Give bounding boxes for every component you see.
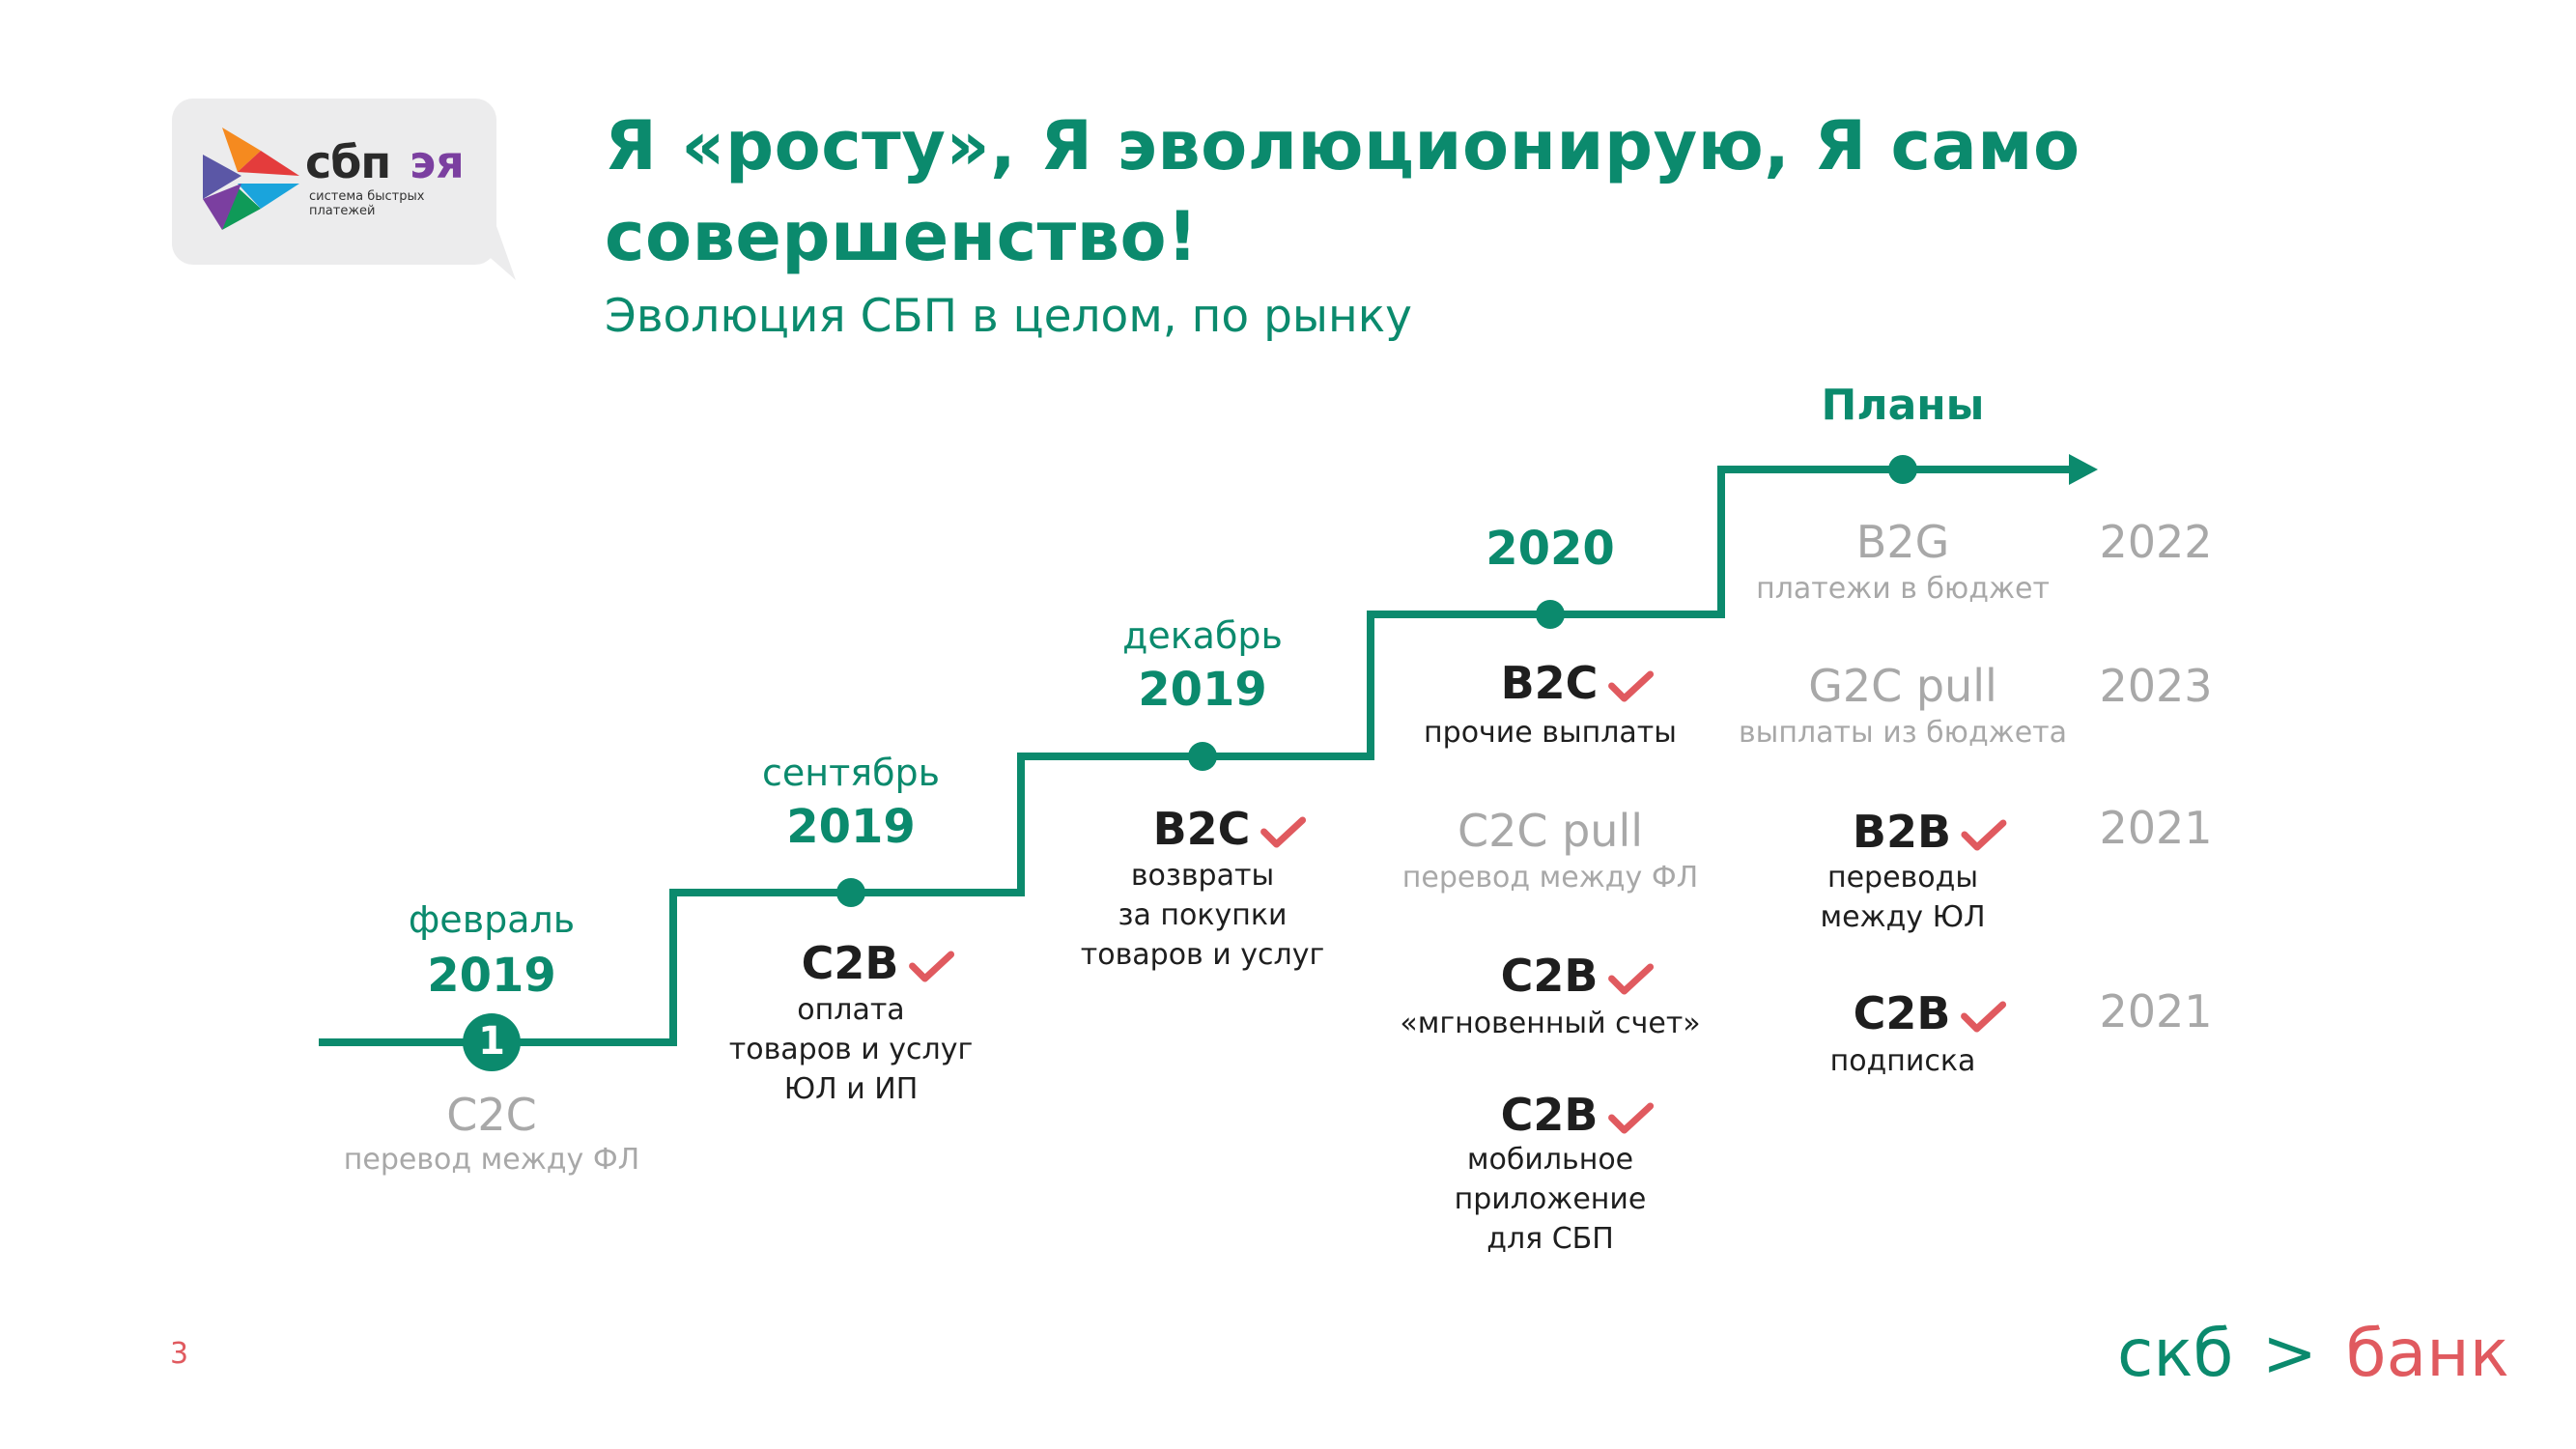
check-icon	[1260, 816, 1306, 847]
service-code-b2b: B2B	[1853, 806, 2007, 858]
milestone-dot-5	[1888, 455, 1917, 484]
timeline-arrowhead	[2069, 454, 2098, 485]
sbp-logo-icon	[203, 128, 299, 230]
service-desc-b2g: платежи в бюджет	[1756, 572, 2050, 606]
page-subtitle: Эволюция СБП в целом, по рынку	[605, 290, 1412, 343]
service-year-b2b: 2021	[2099, 802, 2213, 854]
service-code-c2b-sub: C2B	[1854, 987, 2007, 1039]
logo-bubble-tail	[454, 226, 516, 280]
check-icon	[1607, 670, 1654, 701]
service-desc-c2b-sub: подписка	[1829, 1044, 1976, 1078]
service-code-text: C2B	[1853, 987, 1951, 1039]
service-desc-c2b-instant: «мгновенный счет»	[1400, 1007, 1701, 1040]
service-code-c2c: C2C	[446, 1089, 537, 1141]
service-desc-b2b: переводы между ЮЛ	[1820, 861, 1986, 934]
service-desc-g2c-pull: выплаты из бюджета	[1738, 716, 2068, 750]
check-icon	[1607, 963, 1654, 994]
service-code-c2c-pull: C2C pull	[1457, 805, 1644, 857]
service-code-text: C2B	[1500, 1089, 1599, 1141]
milestone-year-feb: 2019	[427, 949, 556, 1003]
skb-bank-logo: скб > банк	[2117, 1316, 2509, 1393]
service-code-c2b-2019: C2B	[802, 937, 955, 989]
service-code-g2c-pull: G2C pull	[1808, 660, 1997, 712]
milestone-year-dec: 2019	[1138, 663, 1267, 717]
service-code-c2b-instant: C2B	[1501, 950, 1655, 1002]
service-desc-b2c-returns: возвраты за покупки товаров и услуг	[1080, 859, 1325, 972]
service-year-c2b-sub: 2021	[2099, 985, 2213, 1037]
service-desc-c2c: перевод между ФЛ	[343, 1143, 640, 1177]
service-desc-b2c-other: прочие выплаты	[1424, 716, 1677, 750]
service-desc-c2c-pull: перевод между ФЛ	[1401, 861, 1699, 895]
milestone-dot-3	[1188, 742, 1217, 771]
footer-logo-left: скб	[2117, 1316, 2234, 1392]
service-year-g2c-pull: 2023	[2099, 660, 2213, 712]
page-number: 3	[170, 1337, 189, 1371]
check-icon	[1607, 1102, 1654, 1133]
milestone-period-feb: февраль	[408, 898, 576, 941]
service-code-b2c-returns: B2C	[1153, 803, 1307, 855]
plans-label: Планы	[1821, 381, 1985, 430]
service-code-text: B2C	[1152, 803, 1251, 855]
check-icon	[1961, 819, 2007, 850]
check-icon	[1960, 1001, 2006, 1032]
milestone-year-sep: 2019	[786, 800, 916, 854]
milestone-dot-4	[1536, 600, 1565, 629]
service-code-text: C2B	[1500, 950, 1599, 1002]
chevron-right-icon: >	[2262, 1316, 2318, 1392]
service-code-b2c-other: B2C	[1501, 657, 1655, 709]
milestone-period-dec: декабрь	[1122, 614, 1283, 657]
service-code-text: B2B	[1852, 806, 1952, 858]
milestone-period-sep: сентябрь	[761, 752, 941, 794]
milestone-dot-2	[836, 878, 865, 907]
logo-wordmark-accent: эя	[410, 136, 465, 188]
service-desc-c2b-mobile: мобильное приложение для СБП	[1454, 1143, 1647, 1256]
service-year-b2g: 2022	[2099, 516, 2213, 568]
service-code-c2b-mobile: C2B	[1501, 1089, 1655, 1141]
service-code-text: B2C	[1500, 657, 1599, 709]
logo-wordmark: сбп	[305, 136, 391, 188]
page-title: Я «росту», Я эволюционирую, Я само совер…	[605, 106, 2081, 276]
logo-tagline: система быстрых платежей	[309, 189, 425, 218]
milestone-dot-1	[463, 1013, 521, 1071]
service-desc-c2b-2019: оплата товаров и услуг ЮЛ и ИП	[728, 993, 974, 1106]
milestone-badge-number: 1	[478, 1019, 505, 1064]
check-icon	[908, 951, 954, 981]
footer-logo-right: банк	[2345, 1316, 2509, 1392]
service-code-b2g: B2G	[1855, 516, 1950, 568]
service-code-text: C2B	[801, 937, 899, 989]
milestone-year-2020: 2020	[1486, 522, 1615, 576]
